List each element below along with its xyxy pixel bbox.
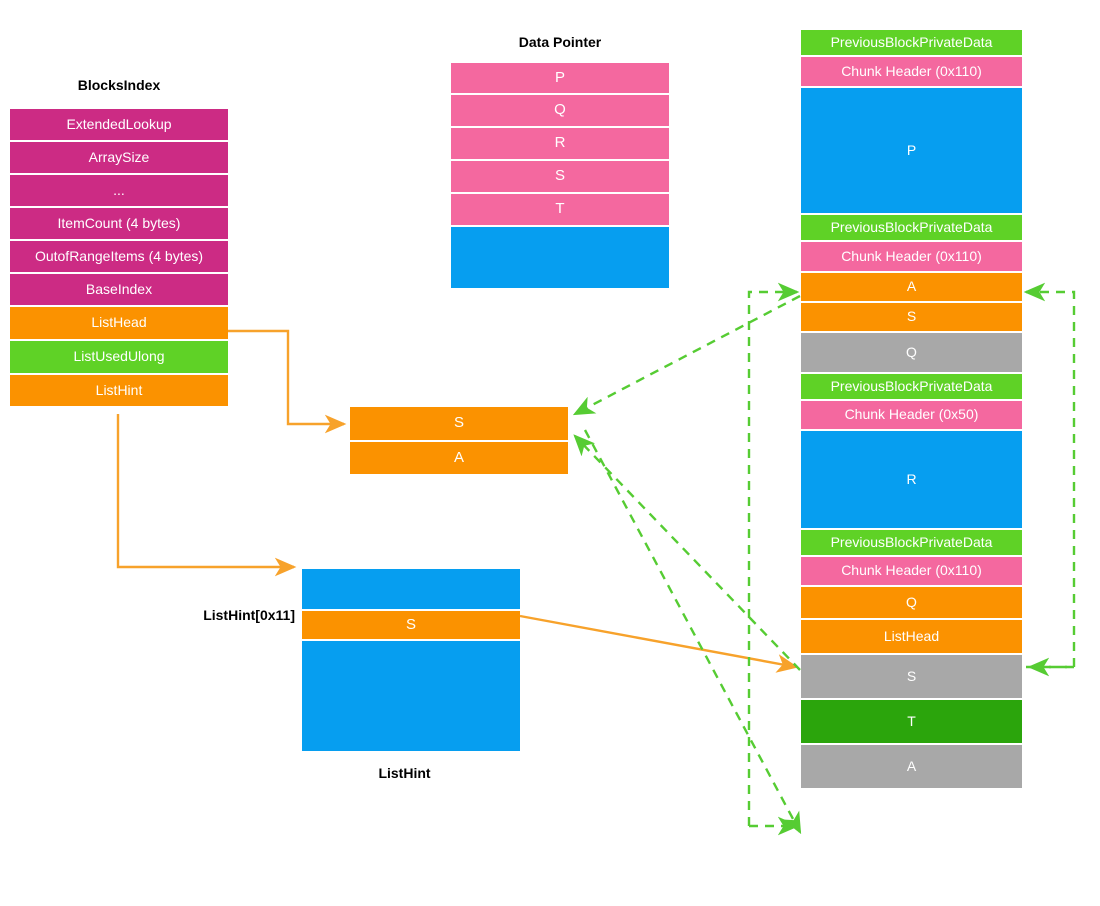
arrow-heap-a-to-sa-s — [572, 294, 801, 416]
heap-row: S — [801, 302, 1022, 332]
datapointer-row: R — [451, 127, 669, 160]
arrow-heap-q-to-heap-bottom-a — [583, 429, 802, 835]
heap-row: PreviousBlockPrivateData — [801, 529, 1022, 556]
blocksindex-row-label: ArraySize — [88, 148, 150, 165]
blocksindex-row: ListUsedUlong — [10, 340, 228, 374]
arrow-right-rail-q-to-a — [1023, 282, 1076, 669]
datapointer-title: Data Pointer — [518, 34, 602, 50]
datapointer-row: S — [451, 160, 669, 193]
datapointer-row-label: T — [555, 200, 565, 218]
blocksindex-row-label: ListHint — [95, 381, 143, 398]
blocksindex-row: ListHint — [10, 374, 228, 407]
heap-row-label: Q — [906, 593, 917, 610]
blocksindex-row-label: ListUsedUlong — [73, 348, 165, 365]
heap-row-label: Q — [906, 343, 917, 360]
listhint-row-label: S — [405, 615, 416, 633]
heap-row-label: PreviousBlockPrivateData — [830, 33, 993, 50]
datapointer-row: T — [451, 193, 669, 226]
heap-row: T — [801, 699, 1022, 744]
heap-row: Chunk Header (0x110) — [801, 241, 1022, 272]
blocksindex-title: BlocksIndex — [77, 77, 161, 93]
heap-row-label: A — [906, 757, 917, 774]
listhint-caption: ListHint — [378, 765, 431, 781]
sa-row-label: S — [453, 414, 464, 432]
heap-row-label: T — [907, 712, 916, 729]
blocksindex-row-label: ... — [113, 181, 125, 198]
blocksindex-row: OutofRangeItems (4 bytes) — [10, 240, 228, 273]
heap-row: P — [801, 87, 1022, 214]
listhint-row — [302, 640, 520, 752]
arrow-listhead-to-sa — [228, 329, 347, 434]
listhint-row — [302, 568, 520, 610]
sa-row: A — [350, 441, 568, 475]
datapointer-row-label: R — [554, 134, 566, 152]
heap-row: Chunk Header (0x110) — [801, 56, 1022, 87]
heap-row: PreviousBlockPrivateData — [801, 214, 1022, 241]
listhint-row: S — [302, 610, 520, 640]
heap-row: Q — [801, 332, 1022, 373]
blocksindex-row-label: ExtendedLookup — [66, 115, 172, 132]
heap-row: Chunk Header (0x50) — [801, 400, 1022, 430]
heap-row: ListHead — [801, 619, 1022, 654]
sa-row-label: A — [453, 448, 464, 466]
heap-row: PreviousBlockPrivateData — [801, 373, 1022, 400]
datapointer-row-label: P — [554, 68, 565, 86]
heap-row-label: Chunk Header (0x110) — [841, 62, 982, 79]
blocksindex-row: ListHead — [10, 306, 228, 340]
datapointer-row: P — [451, 62, 669, 94]
listhint-table: S — [302, 568, 520, 752]
heap-row-label: PreviousBlockPrivateData — [830, 377, 993, 394]
blocksindex-row-label: ListHead — [91, 314, 147, 331]
arrow-listhint-entry-to-heap-q — [519, 614, 799, 673]
arrow-listhint-to-listhint-table — [116, 414, 297, 577]
datapointer-row: Q — [451, 94, 669, 127]
heap-row: Chunk Header (0x110) — [801, 556, 1022, 586]
heap-row: S — [801, 654, 1022, 699]
datapointer-row — [451, 226, 669, 289]
blocksindex-row-label: OutofRangeItems (4 bytes) — [34, 247, 204, 264]
blocksindex-row: ArraySize — [10, 141, 228, 174]
heap-row-label: R — [906, 470, 917, 487]
heap-row: PreviousBlockPrivateData — [801, 29, 1022, 56]
heap-row: A — [801, 272, 1022, 302]
heap-row: R — [801, 430, 1022, 529]
blocksindex-row: BaseIndex — [10, 273, 228, 306]
blocksindex-row: ItemCount (4 bytes) — [10, 207, 228, 240]
heap-row-label: A — [906, 278, 917, 295]
heap-row-label: Chunk Header (0x110) — [841, 247, 982, 264]
sa-row: S — [350, 406, 568, 441]
blocksindex-row-label: BaseIndex — [85, 280, 153, 297]
datapointer-row-label: Q — [554, 101, 566, 119]
heap-row-label: PreviousBlockPrivateData — [830, 218, 993, 235]
datapointer-row-label: S — [554, 167, 565, 185]
heap-row-label: P — [906, 141, 917, 158]
heap-row: A — [801, 744, 1022, 789]
heap-row-label: S — [906, 667, 917, 684]
arrow-heap-q-to-sa-a — [573, 434, 801, 671]
heap-row-label: Chunk Header (0x50) — [844, 406, 979, 423]
heap-row-label: Chunk Header (0x110) — [841, 562, 982, 579]
blocksindex-row: ExtendedLookup — [10, 108, 228, 141]
blocksindex-row: ... — [10, 174, 228, 207]
blocksindex-row-label: ItemCount (4 bytes) — [57, 214, 181, 231]
arrow-heap-a-backlink — [747, 282, 800, 826]
heap-row-label: ListHead — [883, 627, 940, 644]
heap-row: Q — [801, 586, 1022, 619]
heap-row-label: S — [906, 308, 917, 325]
listhint-index-label: ListHint[0x11] — [203, 607, 295, 623]
heap-row-label: PreviousBlockPrivateData — [830, 533, 993, 550]
